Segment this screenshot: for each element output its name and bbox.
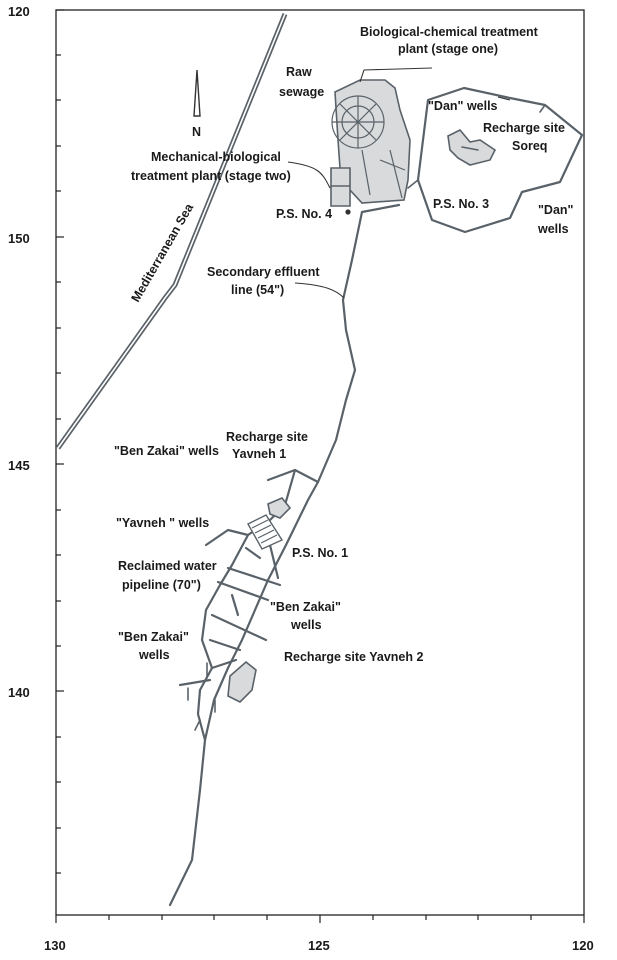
yavneh-pipe-network xyxy=(178,468,320,742)
yavneh-wells-label: "Yavneh " wells xyxy=(116,516,209,530)
dan-wells-top-label: "Dan" wells xyxy=(428,99,498,113)
ben-zakai-wells-top-label: "Ben Zakai" wells xyxy=(114,444,219,458)
y-tick-label-140: 140 xyxy=(8,685,30,700)
dan-wells-right-label: "Dan" xyxy=(538,203,574,217)
stage-two-treatment-plant xyxy=(330,167,351,207)
yavneh-wells-ticks xyxy=(187,662,216,731)
coastline xyxy=(55,13,288,450)
ps3-label: P.S. No. 3 xyxy=(433,197,489,211)
ben-zakai-mid-label: "Ben Zakai" xyxy=(270,600,341,614)
recharge-site-soreq-area xyxy=(447,129,497,166)
x-tick-label-125: 125 xyxy=(308,938,330,953)
ben-zakai-left-label: "Ben Zakai" xyxy=(118,630,189,644)
soreq-branch-2 xyxy=(539,104,546,113)
x-tick-label-130: 130 xyxy=(44,938,66,953)
leader-lines xyxy=(287,67,511,299)
ps1-label: P.S. No. 1 xyxy=(292,546,348,560)
x-axis-ticks xyxy=(55,915,585,923)
recharge-yavneh1-label-2: Yavneh 1 xyxy=(232,447,286,461)
recharge-site-yavneh2-area xyxy=(227,660,257,703)
recharge-site-yavneh1-area xyxy=(267,497,292,519)
stage-one-label: Biological-chemical treatment xyxy=(360,25,539,39)
north-label: N xyxy=(192,125,201,139)
secondary-effluent-label-2: line (54") xyxy=(231,283,284,297)
stage-one-label-2: plant (stage one) xyxy=(398,42,498,56)
ben-zakai-left-label-2: wells xyxy=(138,648,170,662)
y-tick-label-120: 120 xyxy=(8,4,30,19)
raw-sewage-label-2: sewage xyxy=(279,85,324,99)
reclaimed-pipeline-label-2: pipeline (70") xyxy=(122,578,201,592)
stage-one-internal-lines xyxy=(331,95,406,199)
secondary-effluent-label: Secondary effluent xyxy=(207,265,320,279)
soreq-pipe-loop xyxy=(416,86,584,234)
raw-sewage-label: Raw xyxy=(286,65,312,79)
recharge-yavneh2-label: Recharge site Yavneh 2 xyxy=(284,650,423,664)
stage-two-label-2: treatment plant (stage two) xyxy=(131,169,291,183)
soreq-branch xyxy=(407,179,419,189)
ben-zakai-mid-label-2: wells xyxy=(290,618,322,632)
map-frame xyxy=(55,9,585,916)
yavneh-wells-block xyxy=(247,514,284,550)
soreq-inner xyxy=(461,146,479,151)
y-axis-ticks xyxy=(56,9,64,874)
secondary-effluent-pipeline xyxy=(168,203,401,907)
dan-wells-right-label-2: wells xyxy=(537,222,569,236)
stage-two-label: Mechanical-biological xyxy=(151,150,281,164)
x-tick-label-120: 120 xyxy=(572,938,594,953)
recharge-soreq-label-2: Soreq xyxy=(512,139,547,153)
reclaimed-pipeline-label: Reclaimed water xyxy=(118,559,217,573)
recharge-yavneh1-label: Recharge site xyxy=(226,430,308,444)
y-tick-label-145: 145 xyxy=(8,458,30,473)
north-arrow-icon xyxy=(193,69,201,117)
recharge-soreq-label: Recharge site xyxy=(483,121,565,135)
ps4-label: P.S. No. 4 xyxy=(276,207,332,221)
ps4-marker xyxy=(345,209,351,215)
y-tick-label-150: 150 xyxy=(8,231,30,246)
